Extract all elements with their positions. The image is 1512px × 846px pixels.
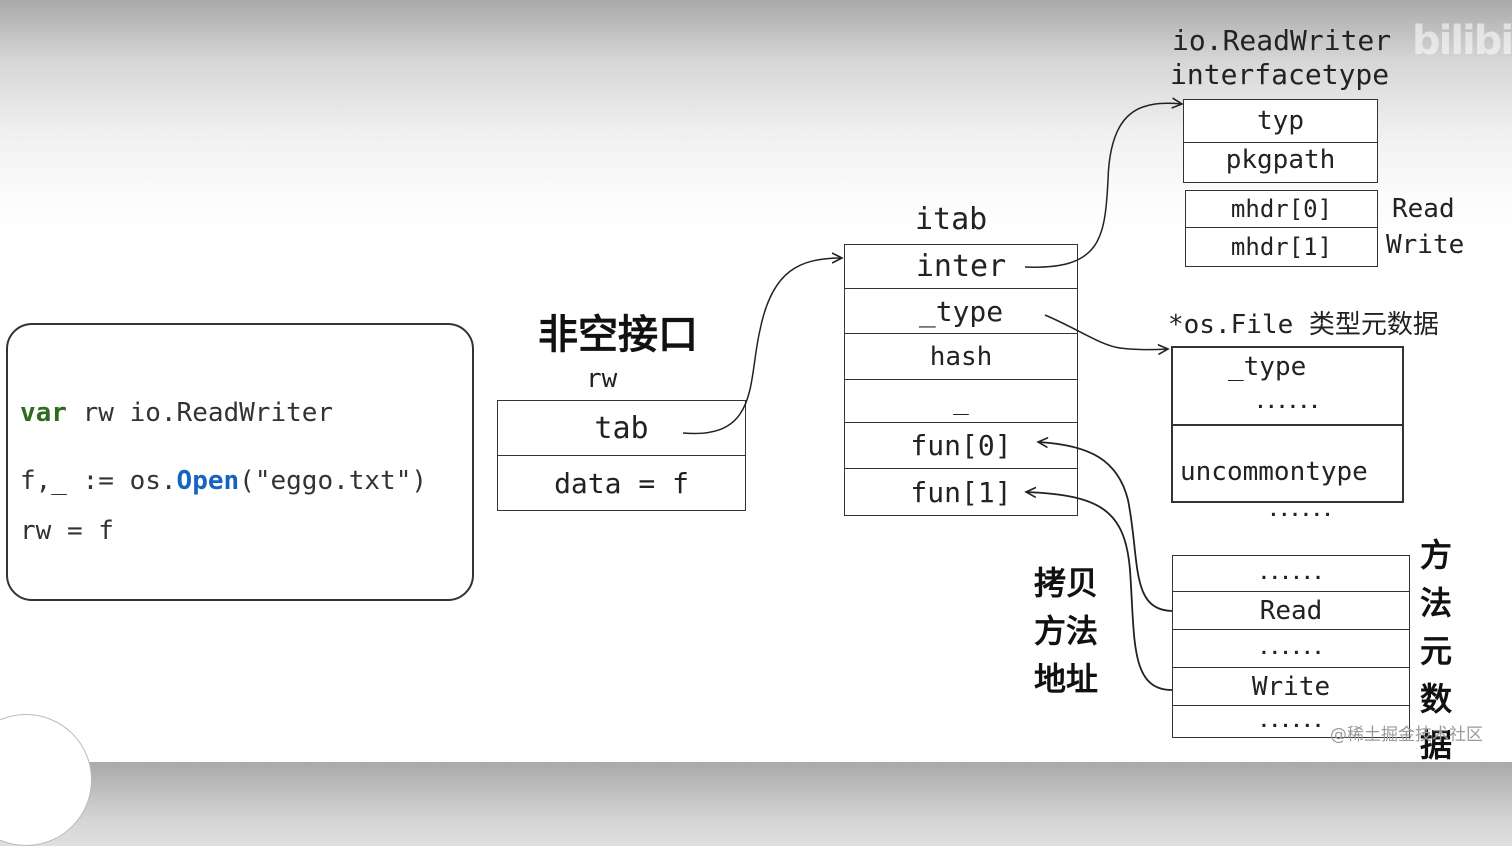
osfile-trailing-dots: ......: [1268, 500, 1334, 521]
arrow-inter-to-interfacetype: [1024, 103, 1182, 268]
arrow-tab-to-itab: [682, 258, 842, 435]
iface-title: 非空接口: [538, 312, 698, 358]
itab-field-hash: hash: [844, 333, 1078, 380]
arrow-read-to-fun0: [1038, 442, 1173, 612]
interfacetype-field-typ: typ: [1183, 99, 1378, 143]
method-meta-char-2: 法: [1420, 584, 1453, 622]
copy-label-line-1: 拷贝: [1034, 564, 1099, 602]
method-meta-char-3: 元: [1420, 632, 1453, 670]
code-line-1: var rw io.ReadWriter: [20, 398, 334, 428]
mhdr1-method-name: Write: [1386, 230, 1465, 260]
code-line-3: rw = f: [20, 516, 114, 546]
itab-title: itab: [915, 202, 988, 237]
osfile-field-dots: ......: [1255, 392, 1321, 413]
method-row-write: Write: [1172, 667, 1410, 706]
rw-label: rw: [586, 364, 618, 394]
rw-data-cell: data = f: [497, 455, 746, 511]
arrows-layer: [682, 0, 1512, 691]
interfacetype-title-1: io.ReadWriter: [1172, 24, 1392, 57]
arrow-type-to-osfile: [1044, 314, 1168, 350]
method-row-dots-3: ......: [1172, 705, 1410, 738]
itab-field-pad: _: [844, 379, 1078, 423]
code-block: [6, 323, 474, 601]
copy-label-line-2: 方法: [1034, 612, 1099, 650]
method-row-read: Read: [1172, 591, 1410, 630]
osfile-field-uncommontype: uncommontype: [1180, 457, 1368, 487]
method-meta-char-1: 方: [1420, 536, 1453, 574]
mhdr0-method-name: Read: [1392, 194, 1455, 224]
osfile-title: *os.File 类型元数据: [1168, 310, 1439, 340]
copy-label-line-3: 地址: [1034, 660, 1099, 698]
arrow-write-to-fun1: [1026, 492, 1173, 691]
osfile-divider: [1171, 424, 1404, 426]
rw-tab-text: tab: [594, 410, 649, 446]
bilibili-logo: bilibili: [1412, 18, 1512, 64]
watermark-text: @稀土掘金技术社区: [1330, 725, 1483, 745]
interfacetype-field-mhdr1: mhdr[1]: [1185, 227, 1378, 267]
method-row-dots-1: ......: [1172, 555, 1410, 592]
method-row-dots-2: ......: [1172, 629, 1410, 668]
rw-data-text: data = f: [554, 466, 689, 500]
interfacetype-field-mhdr0: mhdr[0]: [1185, 190, 1378, 228]
rw-tab-cell: tab: [497, 400, 746, 456]
method-meta-char-5: 据: [1420, 726, 1453, 764]
code-line-2: f,_ := os.Open("eggo.txt"): [20, 466, 428, 496]
osfile-field-type: _type: [1228, 352, 1307, 382]
interfacetype-title-2: interfacetype: [1170, 58, 1390, 91]
method-meta-char-4: 数: [1420, 680, 1453, 718]
interfacetype-field-pkgpath: pkgpath: [1183, 142, 1378, 183]
